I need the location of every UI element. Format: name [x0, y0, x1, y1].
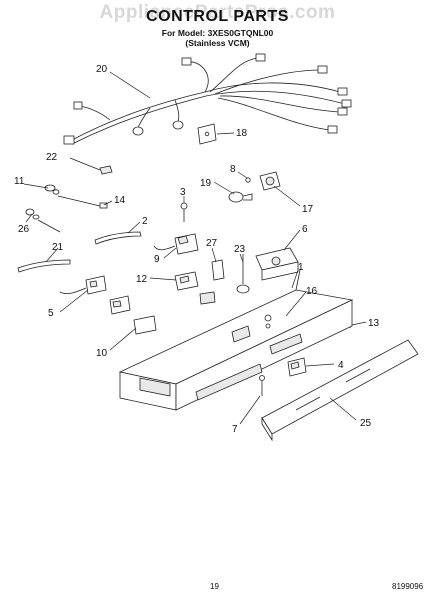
callout-5: 5: [48, 308, 54, 319]
callouts: 20 18 22 11 14 26 2 21 3 9 5 12 27 10 19…: [14, 64, 380, 435]
callout-20: 20: [96, 64, 108, 75]
callout-22: 22: [46, 152, 58, 163]
part-26-connector: [25, 208, 61, 233]
part-switch-lower: [109, 295, 131, 315]
document-number: 8199096: [392, 582, 424, 591]
callout-2: 2: [142, 216, 148, 227]
callout-17: 17: [302, 204, 314, 215]
part-plate-small: [199, 291, 216, 305]
variant-line: (Stainless VCM): [185, 38, 250, 48]
callout-18: 18: [236, 128, 248, 139]
part-22-clip: [99, 165, 113, 175]
callout-23: 23: [234, 244, 246, 255]
part-7-screw: [259, 375, 265, 396]
part-25-trim: [261, 339, 419, 442]
part-1-housing: [118, 269, 354, 411]
part-21-tube: [17, 259, 71, 273]
part-5-switch: [59, 275, 107, 295]
model-line: For Model: 3XES0GTQNL00: [161, 28, 274, 38]
callout-19: 19: [200, 178, 212, 189]
part-27-label: [211, 259, 225, 281]
part-18-bracket: [197, 123, 217, 145]
part-4-switch: [287, 357, 307, 377]
callout-1: 1: [298, 262, 304, 273]
callout-26: 26: [18, 224, 30, 235]
callout-13: 13: [368, 318, 380, 329]
leader-lines: [23, 71, 367, 425]
part-2-tube: [94, 231, 142, 245]
callout-6: 6: [302, 224, 308, 235]
part-6-module: [255, 247, 299, 281]
callout-11: 11: [14, 176, 25, 187]
part-17-socket: [245, 171, 281, 191]
page-title: CONTROL PARTS: [146, 8, 289, 25]
callout-4: 4: [338, 360, 344, 371]
callout-9: 9: [154, 254, 160, 265]
part-19-bulb: [228, 191, 253, 203]
part-23-grommet: [236, 254, 250, 294]
part-20-wire-harness: [63, 53, 352, 145]
callout-3: 3: [180, 187, 186, 198]
callout-25: 25: [360, 418, 372, 429]
part-3-screw: [180, 202, 188, 222]
watermark: AppliancePartsPros.com: [99, 2, 336, 23]
callout-7: 7: [232, 424, 238, 435]
callout-16: 16: [306, 286, 318, 297]
part-12-switch: [174, 271, 199, 291]
part-10-label: [133, 315, 157, 335]
part-11-connector: [44, 184, 60, 195]
callout-21: 21: [52, 242, 64, 253]
part-9-switch: [153, 233, 199, 255]
part-14-wire: [57, 195, 108, 209]
callout-8: 8: [230, 164, 236, 175]
callout-27: 27: [206, 238, 218, 249]
callout-10: 10: [96, 348, 108, 359]
callout-12: 12: [136, 274, 148, 285]
callout-14: 14: [114, 195, 126, 206]
page-number: 19: [210, 582, 219, 591]
